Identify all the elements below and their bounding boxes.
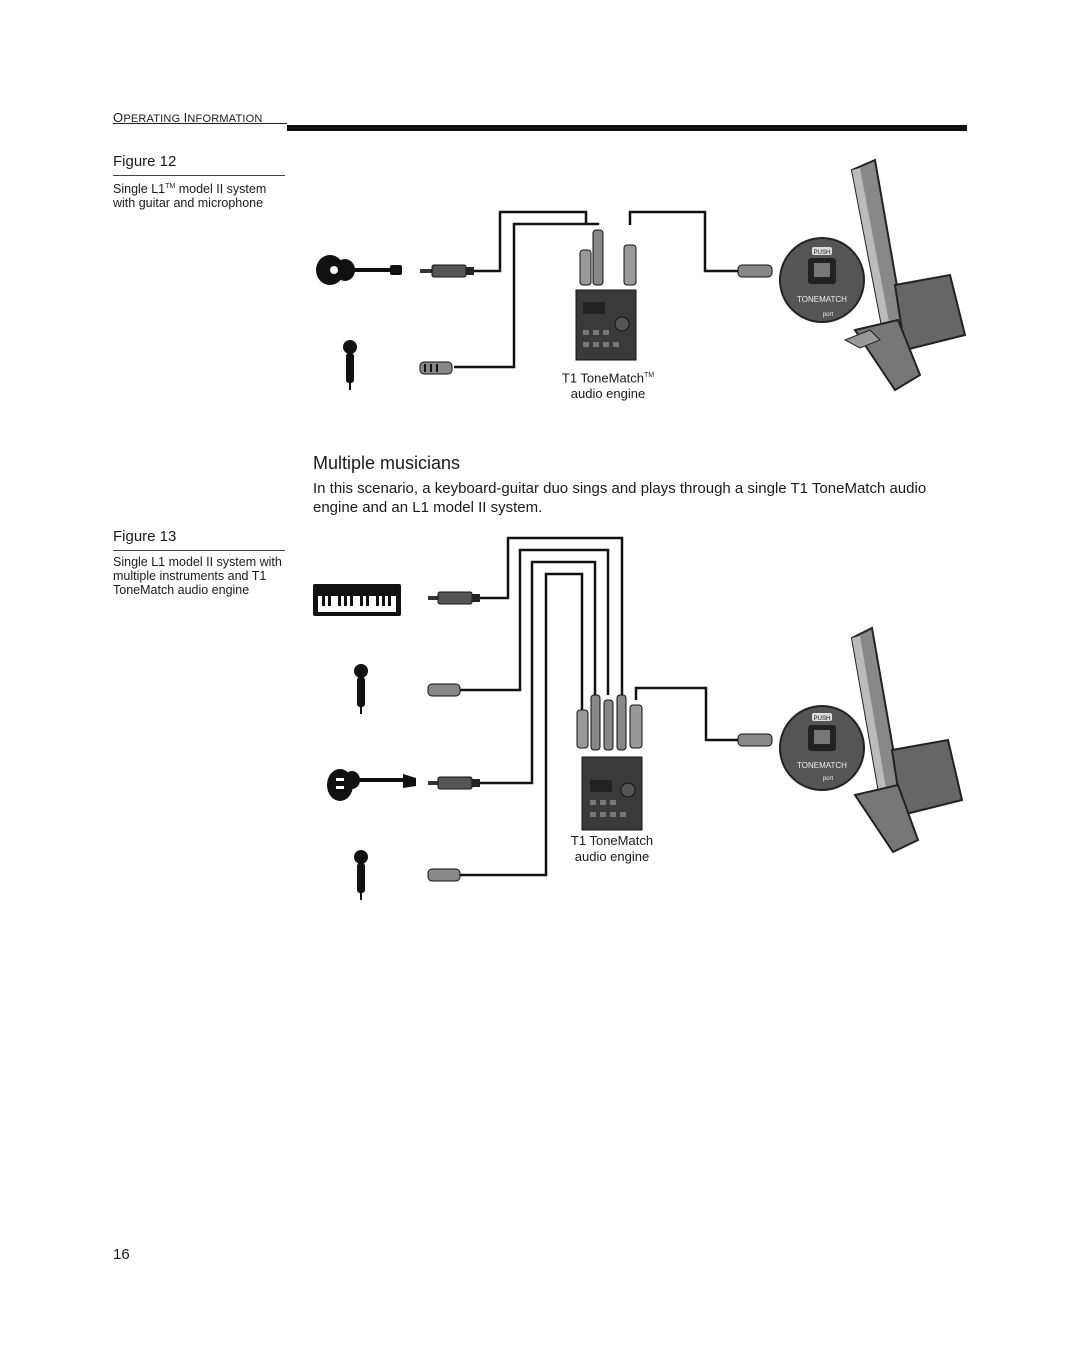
figure-12-label: Figure 12 [113, 153, 177, 170]
figure-13-device-label: T1 ToneMatch audio engine [570, 833, 654, 864]
microphone-icon [343, 340, 357, 390]
figure-13-rule [113, 550, 285, 551]
t1-input-connectors [579, 229, 637, 286]
section-header: OPERATING INFORMATION [113, 110, 263, 125]
keyboard-icon [313, 584, 401, 616]
figure-12-device-label: T1 ToneMatchTM audio engine [561, 370, 655, 402]
body-paragraph: In this scenario, a keyboard-guitar duo … [313, 480, 927, 516]
section-title: Multiple musicians [313, 453, 461, 473]
xlr-to-port-plug-icon [737, 264, 773, 278]
svg-text:PUSH: PUSH [814, 716, 831, 722]
t1-tonematch-device-icon [581, 756, 643, 831]
figure-13-diagram: PUSH TONEMATCH port [313, 536, 964, 900]
t1-input-connectors [576, 694, 643, 751]
xlr-plug-icon [419, 361, 453, 375]
svg-text:port: port [823, 776, 834, 782]
header-bar [287, 125, 967, 131]
tonematch-port-icon: PUSH TONEMATCH port [779, 237, 865, 323]
electric-guitar-icon [327, 769, 416, 801]
svg-text:port: port [823, 312, 834, 318]
page-number: 16 [113, 1246, 130, 1263]
quarter-inch-plug-icon [420, 264, 474, 278]
microphone-icon [354, 850, 368, 900]
svg-text:PUSH: PUSH [814, 250, 831, 256]
figure-13-caption: Single L1 model II system with multiple … [113, 555, 282, 597]
l1-system-icon [843, 158, 967, 392]
header-rule [113, 123, 287, 124]
xlr-to-port-plug-icon [737, 733, 773, 747]
acoustic-guitar-icon [316, 255, 402, 285]
figure-12-diagram: PUSH TONEMATCH port [316, 158, 967, 392]
microphone-icon [354, 664, 368, 714]
tonematch-port-icon: PUSH TONEMATCH port [779, 705, 865, 791]
quarter-inch-plug-icon [428, 591, 480, 605]
xlr-plug-icon [427, 683, 461, 697]
svg-text:TONEMATCH: TONEMATCH [797, 761, 847, 770]
figure-13-label: Figure 13 [113, 528, 177, 545]
figure-12-rule [113, 175, 285, 176]
cable-lines [460, 536, 740, 877]
l1-system-icon [850, 626, 964, 854]
xlr-plug-icon [427, 868, 461, 882]
quarter-inch-plug-icon [428, 776, 480, 790]
cable-lines [454, 210, 740, 369]
t1-tonematch-device-icon [575, 289, 637, 361]
figure-12-caption: Single L1TM model II system with guitar … [113, 182, 267, 211]
svg-text:TONEMATCH: TONEMATCH [797, 295, 847, 304]
